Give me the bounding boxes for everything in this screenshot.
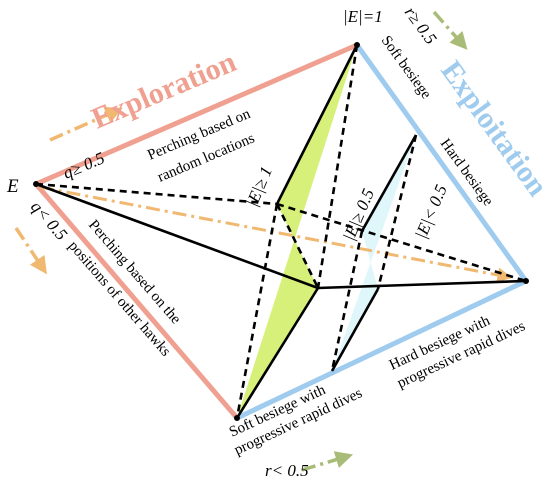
label-q-ge-05: q≥ 0.5 — [60, 148, 107, 182]
plane-exploitation-split — [332, 135, 416, 371]
plane-exploration-split — [237, 45, 357, 418]
label-energy-e: E — [6, 176, 19, 197]
arrow-exploration-top — [49, 106, 123, 142]
border-exploitation-top — [354, 43, 529, 283]
flow-arrow — [39, 185, 513, 283]
solid-edges — [35, 44, 527, 419]
dashed-edges — [35, 44, 527, 419]
label-energy-eq-1: |E|=1 — [343, 7, 383, 26]
border-exploration-bottom — [34, 182, 239, 420]
label-energy-lt-05: |E|< 0.5 — [411, 182, 451, 242]
arrow-exploration-bottom — [14, 227, 47, 275]
arrow-exploitation-bottom — [301, 451, 354, 472]
vertex-points — [33, 42, 529, 421]
label-r-lt-05: r< 0.5 — [265, 461, 309, 480]
arrow-exploitation-top — [432, 10, 468, 50]
label-energy-ge-1: |E|≥ 1 — [242, 164, 276, 210]
border-exploration-top — [35, 42, 358, 187]
label-r-ge-05: r≥ 0.5 — [401, 3, 441, 48]
border-exploitation-bottom — [235, 278, 528, 421]
